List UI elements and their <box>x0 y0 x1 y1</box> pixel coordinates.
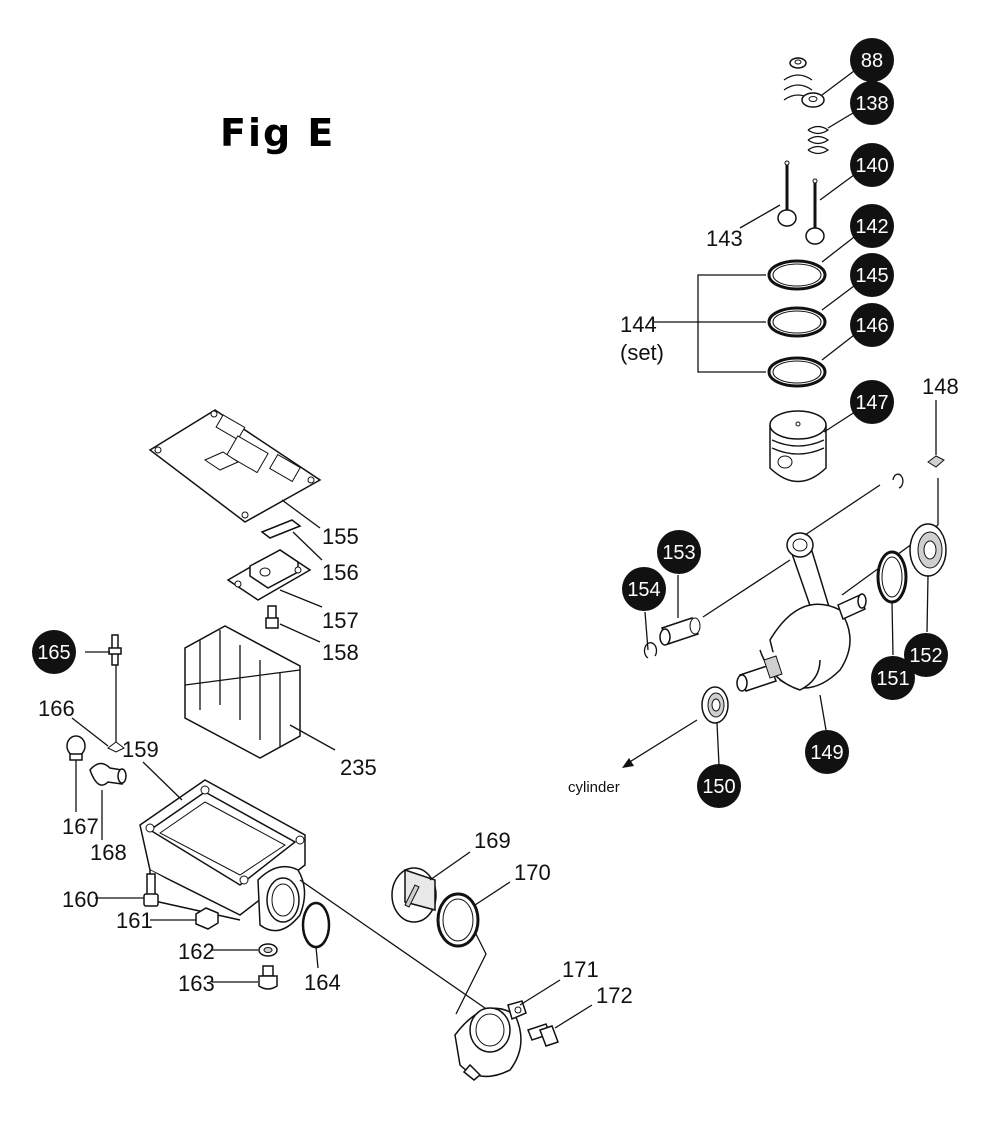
bolt-part <box>527 1023 559 1047</box>
valve-spring-part <box>807 125 830 155</box>
callout-142: 142 <box>850 204 894 248</box>
callout-151: 151 <box>871 656 915 700</box>
svg-text:140: 140 <box>855 155 888 177</box>
label-172: 172 <box>596 983 633 1008</box>
svg-text:149: 149 <box>810 742 843 764</box>
oil-seal-part <box>876 550 908 604</box>
label-159: 159 <box>122 737 159 762</box>
valve-spring-retainer-part <box>783 57 825 108</box>
label-148: 148 <box>922 374 959 399</box>
hose-elbow-part <box>89 762 127 786</box>
svg-text:142: 142 <box>855 216 888 238</box>
label-170: 170 <box>514 860 551 885</box>
piston-ring-part <box>767 259 827 291</box>
figure-title: Fig E <box>220 111 335 155</box>
label-163: 163 <box>178 971 215 996</box>
label-171: 171 <box>562 957 599 982</box>
callout-138: 138 <box>850 81 894 125</box>
o-ring-part <box>301 901 331 949</box>
nipple-part <box>108 634 122 666</box>
callout-146: 146 <box>850 303 894 347</box>
label-143: 143 <box>706 226 743 251</box>
svg-text:151: 151 <box>876 668 909 690</box>
label-164: 164 <box>304 970 341 995</box>
label-235: 235 <box>340 755 377 780</box>
label-144-set: (set) <box>620 340 664 365</box>
piston-ring-part <box>767 356 827 388</box>
bolt-part <box>143 873 159 907</box>
cap-part <box>66 735 86 761</box>
washer-part <box>258 943 278 957</box>
callout-147: 147 <box>850 380 894 424</box>
callout-153: 153 <box>657 530 701 574</box>
svg-text:150: 150 <box>702 776 735 798</box>
drain-plug-part <box>258 965 278 990</box>
label-160: 160 <box>62 887 99 912</box>
label-157: 157 <box>322 608 359 633</box>
svg-text:88: 88 <box>861 50 883 72</box>
callout-154: 154 <box>622 567 666 611</box>
callout-152: 152 <box>904 633 948 677</box>
crankshaft-part <box>736 532 867 692</box>
callout-149: 149 <box>805 730 849 774</box>
oil-cap-part <box>391 867 437 923</box>
label-144: 144 <box>620 312 657 337</box>
label-cylinder: cylinder <box>568 779 620 796</box>
callout-140: 140 <box>850 143 894 187</box>
svg-text:152: 152 <box>909 645 942 667</box>
arrow-icon <box>622 758 634 768</box>
svg-text:165: 165 <box>37 642 70 664</box>
callout-145: 145 <box>850 253 894 297</box>
label-168: 168 <box>90 840 127 865</box>
screw-part <box>265 605 279 629</box>
baffle-part <box>184 625 301 759</box>
key-part <box>927 455 945 468</box>
label-167: 167 <box>62 814 99 839</box>
label-161: 161 <box>116 908 153 933</box>
svg-text:138: 138 <box>855 93 888 115</box>
reed-valve-part <box>260 519 302 539</box>
sight-glass-gasket-part <box>436 892 480 948</box>
callout-165: 165 <box>32 630 76 674</box>
label-158: 158 <box>322 640 359 665</box>
label-169: 169 <box>474 828 511 853</box>
piston-part <box>769 410 827 483</box>
svg-text:145: 145 <box>855 265 888 287</box>
callout-88: 88 <box>850 38 894 82</box>
circlip-part <box>643 642 658 659</box>
piston-pin-part <box>659 617 701 646</box>
label-156: 156 <box>322 560 359 585</box>
circlip-part <box>892 473 904 489</box>
crankcase-part <box>139 779 306 932</box>
piston-ring-part <box>767 306 827 338</box>
label-162: 162 <box>178 939 215 964</box>
bearing-part <box>701 686 729 724</box>
svg-text:146: 146 <box>855 315 888 337</box>
label-155: 155 <box>322 524 359 549</box>
callout-150: 150 <box>697 764 741 808</box>
svg-text:153: 153 <box>662 542 695 564</box>
bearing-housing-part <box>454 1000 527 1081</box>
gasket-part <box>148 409 322 523</box>
spacer-part <box>195 907 219 930</box>
hose-clip-part <box>107 741 125 753</box>
label-166: 166 <box>38 696 75 721</box>
valve-plate-part <box>226 549 312 601</box>
valve-part <box>777 160 825 245</box>
bearing-part <box>909 523 947 577</box>
svg-text:154: 154 <box>627 579 660 601</box>
svg-text:147: 147 <box>855 392 888 414</box>
